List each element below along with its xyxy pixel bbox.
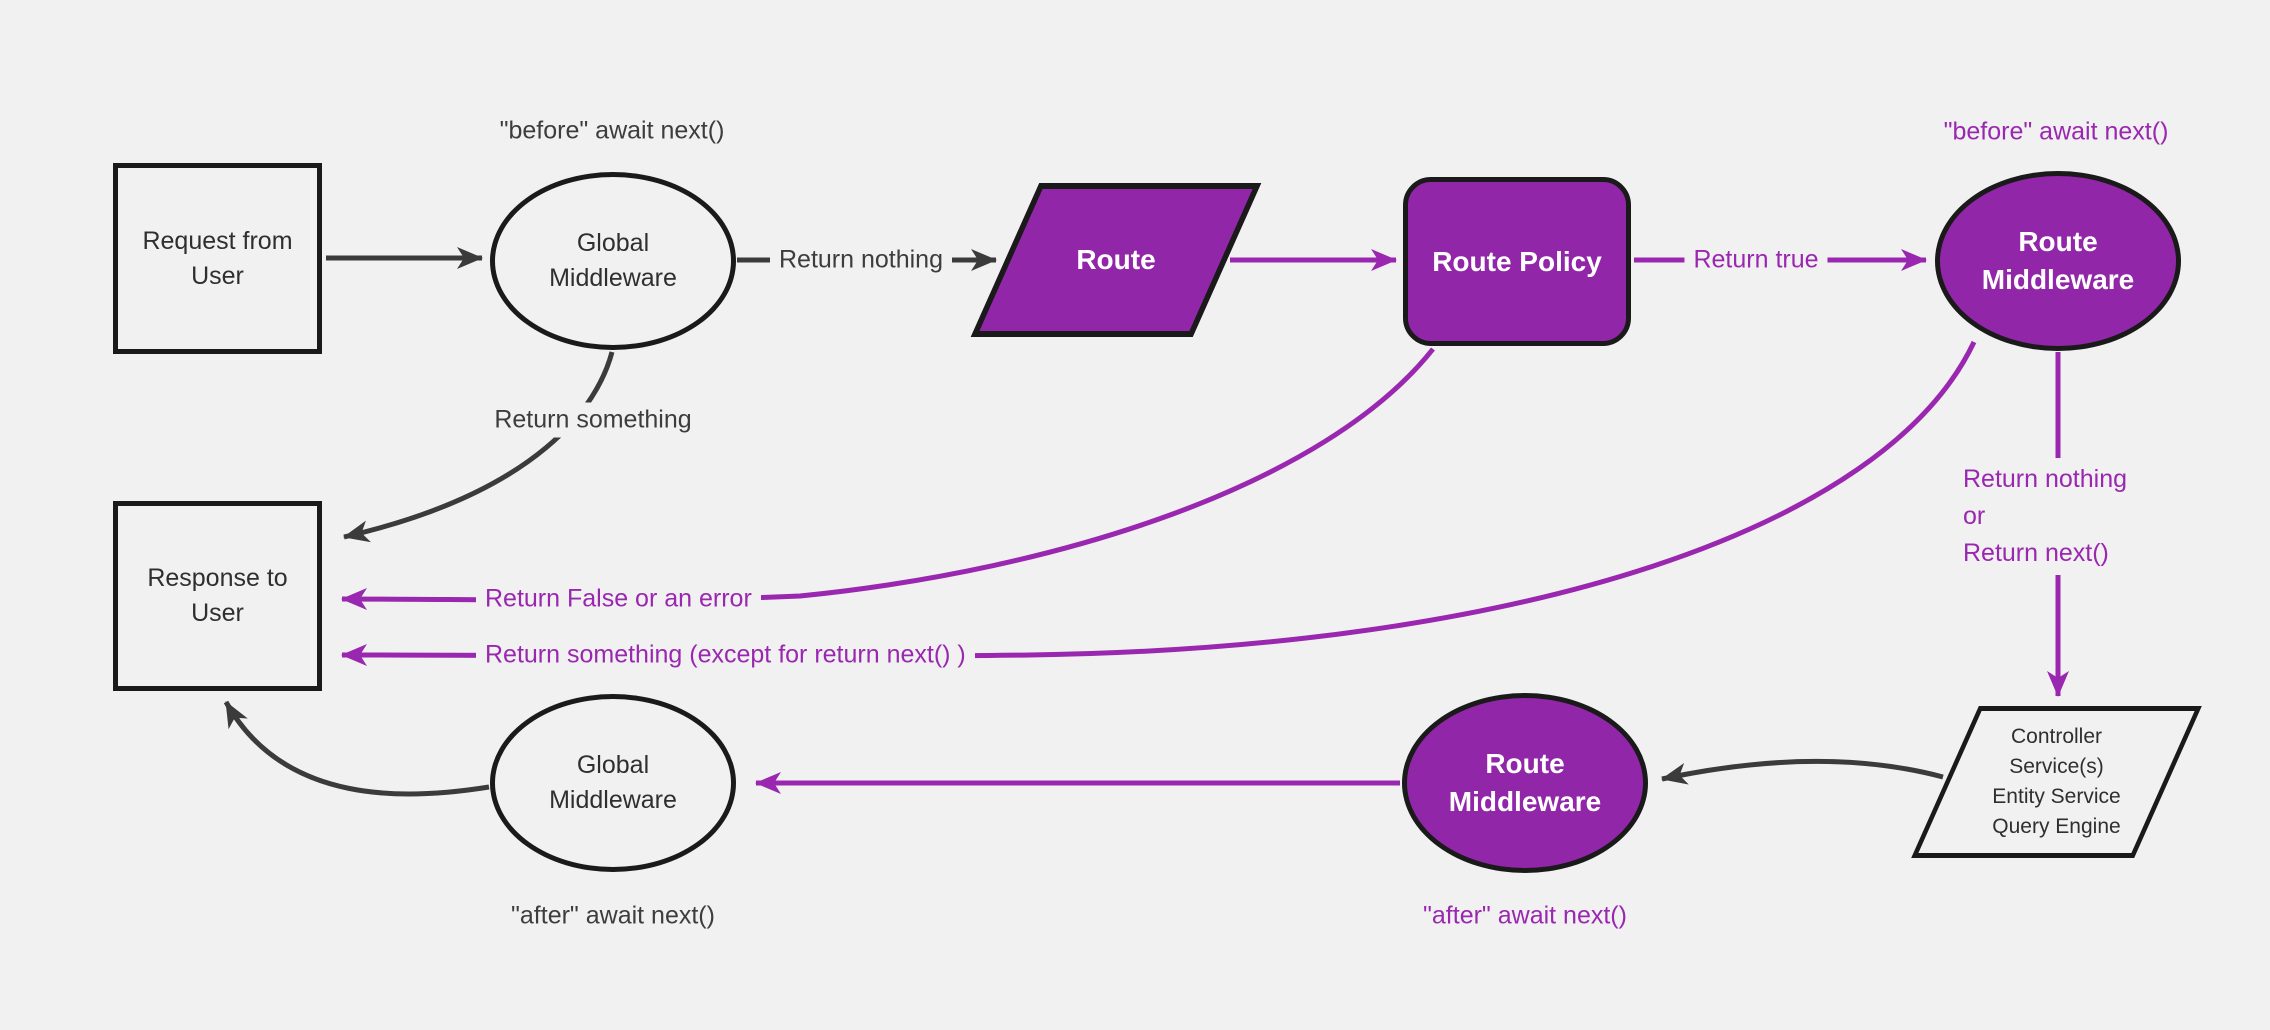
label-line: Return nothing xyxy=(1963,465,2128,493)
label-after-await-next-route: "after" await next() xyxy=(1414,898,1636,934)
label-return-nothing-or-next: Return nothing or Return next() xyxy=(1954,458,2137,575)
edge-global-middleware-return-something xyxy=(343,351,615,543)
label-return-true: Return true xyxy=(1684,242,1828,278)
label-return-something-except: Return something (except for return next… xyxy=(476,637,975,673)
label-return-something: Return something xyxy=(485,402,701,438)
edge-controller-to-route-middleware-bottom xyxy=(1661,758,1944,785)
label-before-await-next-global: "before" await next() xyxy=(490,113,734,149)
node-global-middleware-bottom: Global Middleware xyxy=(490,694,736,872)
controller-line: Controller xyxy=(2010,725,2103,748)
label-before-await-next-route: "before" await next() xyxy=(1934,114,2178,150)
label-return-false-or-error: Return False or an error xyxy=(476,581,761,617)
label-line: or xyxy=(1963,502,1986,530)
node-request-from-user: Request from User xyxy=(113,163,322,354)
controller-line: Service(s) xyxy=(2009,755,2104,778)
node-route-policy: Route Policy xyxy=(1403,177,1631,346)
node-route-middleware-bottom: Route Middleware xyxy=(1402,693,1648,873)
controller-line: Query Engine xyxy=(1992,815,2121,838)
edge-global-middleware-bottom-to-response xyxy=(223,700,490,797)
node-global-middleware-top: Global Middleware xyxy=(490,172,736,350)
node-response-to-user: Response to User xyxy=(113,501,322,691)
label-line: Return next() xyxy=(1963,539,2109,567)
node-route-middleware-top: Route Middleware xyxy=(1935,171,2181,351)
node-controller-services: Controller Service(s) Entity Service Que… xyxy=(1911,706,2202,858)
controller-line: Entity Service xyxy=(1992,785,2121,808)
label-after-await-next-global: "after" await next() xyxy=(502,898,724,934)
label-return-nothing: Return nothing xyxy=(769,242,953,278)
node-route-label: Route xyxy=(1076,244,1156,275)
